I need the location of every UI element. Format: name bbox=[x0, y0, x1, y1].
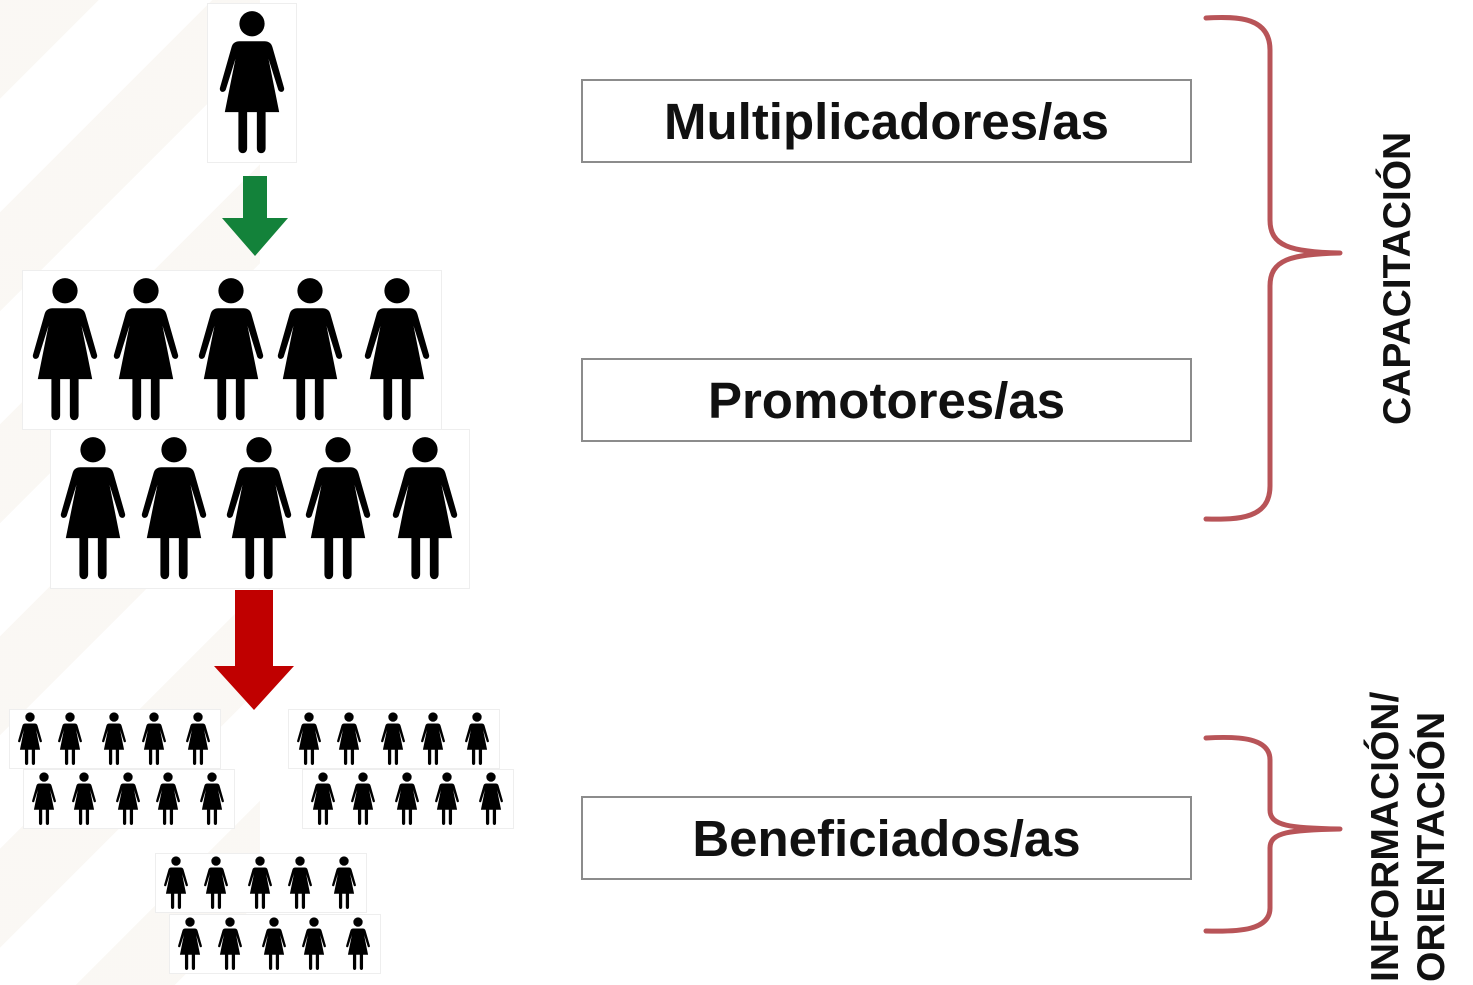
promotores-label: Promotores/as bbox=[581, 358, 1192, 442]
woman-figure-icon bbox=[392, 437, 458, 580]
woman-figure-icon bbox=[479, 772, 503, 826]
arrow-bottom-shape bbox=[214, 590, 294, 710]
arrow-top-shape bbox=[222, 176, 288, 256]
woman-figure-icon bbox=[346, 917, 370, 971]
woman-figure-icon bbox=[381, 712, 405, 766]
woman-figure-icon bbox=[302, 917, 326, 971]
woman-figure-icon bbox=[102, 712, 126, 766]
woman-figure-icon bbox=[332, 856, 356, 910]
capacitacion-bracket bbox=[1203, 14, 1343, 522]
beneficiados-group-1-row-1 bbox=[10, 710, 220, 768]
woman-figure-icon bbox=[305, 437, 371, 580]
woman-figure-icon bbox=[421, 712, 445, 766]
woman-figure-icon bbox=[178, 917, 202, 971]
woman-figure-icon bbox=[311, 772, 335, 826]
woman-figure-icon bbox=[288, 856, 312, 910]
woman-figure-icon bbox=[204, 856, 228, 910]
orientacion-label: ORIENTACIÓN bbox=[1410, 711, 1453, 982]
woman-figure-icon bbox=[277, 278, 343, 421]
woman-figure-icon bbox=[32, 772, 56, 826]
multiplicadores-label: Multiplicadores/as bbox=[581, 79, 1192, 163]
woman-figure-icon bbox=[116, 772, 140, 826]
beneficiados-label: Beneficiados/as bbox=[581, 796, 1192, 880]
multiplicador-figure-tile bbox=[208, 4, 296, 162]
woman-figure-icon bbox=[435, 772, 459, 826]
woman-figure-icon bbox=[156, 772, 180, 826]
woman-figure-icon bbox=[198, 278, 264, 421]
woman-figure-icon bbox=[226, 437, 292, 580]
arrow-down-icon bbox=[222, 176, 288, 256]
beneficiados-group-3-row-1 bbox=[156, 854, 366, 912]
arrow-down-icon bbox=[214, 590, 294, 710]
woman-figure-icon bbox=[395, 772, 419, 826]
woman-figure-icon bbox=[262, 917, 286, 971]
woman-figure-icon bbox=[351, 772, 375, 826]
beneficiados-group-3-row-2 bbox=[170, 915, 380, 973]
woman-figure-icon bbox=[18, 712, 42, 766]
beneficiados-group-2-row-1 bbox=[289, 710, 499, 768]
informacion-bracket bbox=[1203, 734, 1343, 934]
capacitacion-label: CAPACITACIÓN bbox=[1376, 131, 1419, 425]
woman-figure-icon bbox=[337, 712, 361, 766]
woman-figure-icon bbox=[164, 856, 188, 910]
informacion-label: INFORMACIÓN/ bbox=[1364, 691, 1407, 982]
woman-figure-icon bbox=[58, 712, 82, 766]
woman-figure-icon bbox=[60, 437, 126, 580]
promotores-row-2 bbox=[51, 430, 469, 588]
woman-figure-icon bbox=[113, 278, 179, 421]
woman-figure-icon bbox=[200, 772, 224, 826]
woman-figure-icon bbox=[141, 437, 207, 580]
woman-figure-icon bbox=[219, 11, 285, 154]
woman-figure-icon bbox=[32, 278, 98, 421]
beneficiados-group-2-row-2 bbox=[303, 770, 513, 828]
woman-figure-icon bbox=[465, 712, 489, 766]
woman-figure-icon bbox=[297, 712, 321, 766]
woman-figure-icon bbox=[186, 712, 210, 766]
woman-figure-icon bbox=[364, 278, 430, 421]
woman-figure-icon bbox=[218, 917, 242, 971]
woman-figure-icon bbox=[142, 712, 166, 766]
woman-figure-icon bbox=[72, 772, 96, 826]
promotores-row-1 bbox=[23, 271, 441, 429]
beneficiados-group-1-row-2 bbox=[24, 770, 234, 828]
woman-figure-icon bbox=[248, 856, 272, 910]
